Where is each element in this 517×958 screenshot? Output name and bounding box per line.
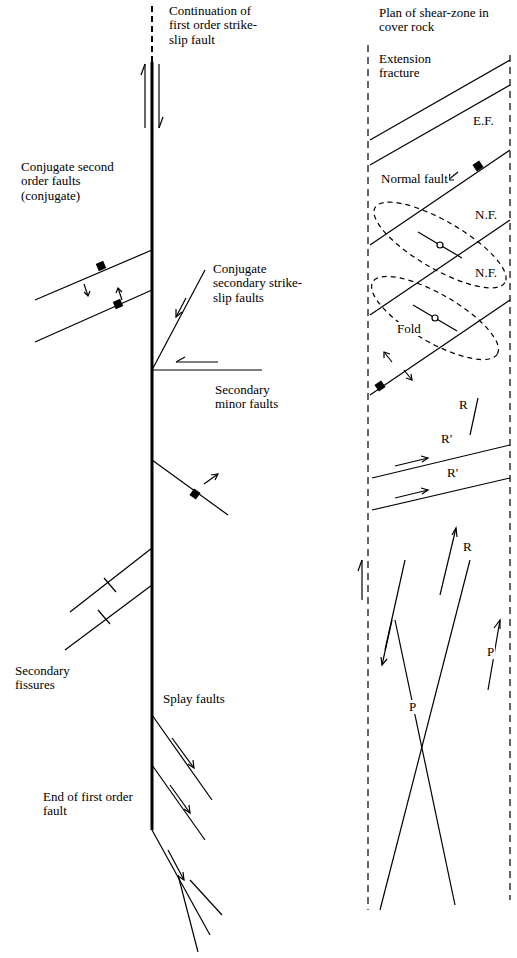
annotation-label: R: [462, 540, 473, 554]
annotation-label: P: [486, 645, 495, 659]
annotation-label: R': [446, 466, 459, 480]
annotation-label: R′: [440, 432, 454, 446]
annotation-label: Splay faults: [162, 692, 226, 706]
annotation-label: P: [408, 700, 417, 714]
annotation-label: R: [458, 398, 469, 412]
annotation-label: Conjugate secondary strike-slip faults: [212, 262, 309, 305]
annotation-label: N.F.: [474, 266, 498, 280]
annotation-label: Secondary fissures: [14, 664, 96, 693]
annotation-label: Fold: [396, 322, 422, 336]
annotation-label: Secondary minor faults: [214, 383, 298, 412]
annotation-label: Normal fault: [380, 172, 449, 186]
annotation-label: N.F.: [474, 208, 498, 222]
annotation-label: End of first order fault: [42, 790, 148, 819]
annotation-label: E.F.: [472, 114, 495, 128]
annotation-label: Extension fracture: [378, 52, 452, 81]
annotation-label: Conjugate second order faults (conjugate…: [20, 160, 122, 203]
annotation-label: Plan of shear-zone in cover rock: [378, 6, 502, 35]
annotation-label: Continuation of first order strike-slip …: [168, 4, 270, 47]
